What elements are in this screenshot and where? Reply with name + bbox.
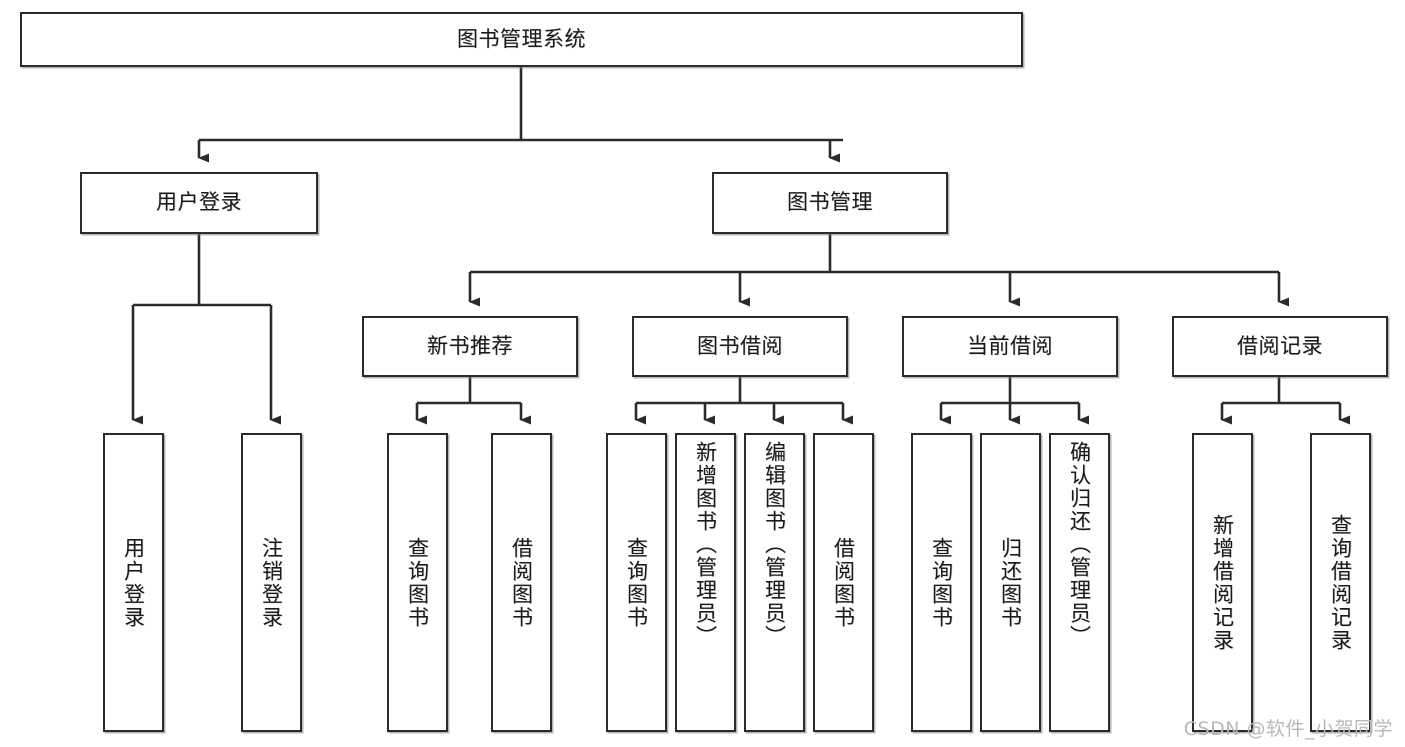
node-new-book-recommend[interactable]: 新书推荐 — [362, 316, 578, 377]
leaf-add-book-label: 新增图书（管理员） — [693, 441, 718, 648]
leaf-user-logout[interactable]: 注销登录 — [241, 433, 302, 732]
leaf-query-book-2[interactable]: 查询图书 — [606, 433, 667, 732]
leaf-query-record[interactable]: 查询借阅记录 — [1310, 433, 1371, 732]
leaf-return-book-label: 归还图书 — [998, 536, 1023, 629]
leaf-user-logout-label: 注销登录 — [259, 536, 284, 629]
node-book-borrow-label: 图书借阅 — [697, 333, 783, 358]
leaf-query-book-3-label: 查询图书 — [929, 536, 954, 629]
leaf-edit-book-label: 编辑图书（管理员） — [762, 441, 787, 648]
leaf-add-record-label: 新增借阅记录 — [1210, 513, 1235, 652]
leaf-add-book[interactable]: 新增图书（管理员） — [675, 433, 736, 732]
node-current-borrow[interactable]: 当前借阅 — [902, 316, 1118, 377]
node-borrow-record-label: 借阅记录 — [1237, 333, 1323, 358]
leaf-user-login[interactable]: 用户登录 — [103, 433, 164, 732]
node-current-borrow-label: 当前借阅 — [967, 333, 1053, 358]
leaf-query-book-2-label: 查询图书 — [624, 536, 649, 629]
node-root[interactable]: 图书管理系统 — [20, 12, 1023, 67]
node-book-borrow[interactable]: 图书借阅 — [632, 316, 848, 377]
leaf-borrow-book-1[interactable]: 借阅图书 — [491, 433, 552, 732]
node-book-manage[interactable]: 图书管理 — [712, 172, 948, 234]
leaf-borrow-book-2[interactable]: 借阅图书 — [813, 433, 874, 732]
leaf-query-book-1[interactable]: 查询图书 — [387, 433, 448, 732]
node-new-book-recommend-label: 新书推荐 — [427, 333, 513, 358]
csdn-watermark: CSDN @软件_小贺同学 — [1183, 718, 1393, 740]
leaf-query-book-3[interactable]: 查询图书 — [911, 433, 972, 732]
node-user-login-label: 用户登录 — [156, 190, 242, 215]
leaf-add-record[interactable]: 新增借阅记录 — [1192, 433, 1253, 732]
leaf-borrow-book-1-label: 借阅图书 — [509, 536, 534, 629]
leaf-user-login-label: 用户登录 — [121, 536, 146, 629]
leaf-confirm-return[interactable]: 确认归还（管理员） — [1049, 433, 1110, 732]
leaf-edit-book[interactable]: 编辑图书（管理员） — [744, 433, 805, 732]
leaf-query-book-1-label: 查询图书 — [405, 536, 430, 629]
leaf-borrow-book-2-label: 借阅图书 — [831, 536, 856, 629]
node-borrow-record[interactable]: 借阅记录 — [1172, 316, 1388, 377]
node-user-login[interactable]: 用户登录 — [80, 172, 318, 234]
node-book-manage-label: 图书管理 — [787, 190, 873, 215]
leaf-confirm-return-label: 确认归还（管理员） — [1067, 441, 1092, 648]
leaf-return-book[interactable]: 归还图书 — [980, 433, 1041, 732]
leaf-query-record-label: 查询借阅记录 — [1328, 513, 1353, 652]
node-root-label: 图书管理系统 — [457, 26, 586, 51]
